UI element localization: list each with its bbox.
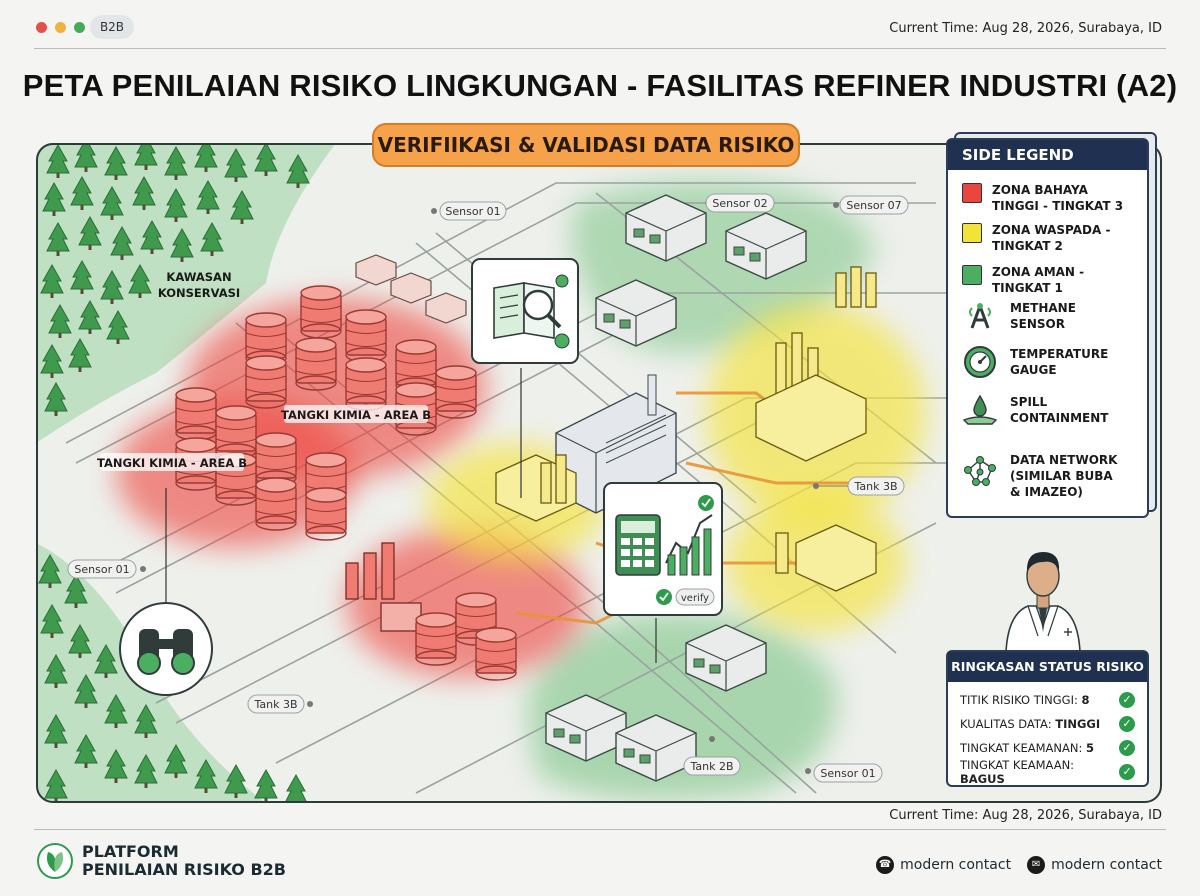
document-review-callout[interactable] [471, 258, 579, 364]
svg-text:Tank 2B: Tank 2B [689, 760, 733, 773]
minimize-dot-icon[interactable] [55, 22, 66, 33]
check-icon: ✓ [1119, 764, 1135, 780]
platform-brand[interactable]: PLATFORM PENILAIAN RISIKO B2B [36, 842, 286, 880]
legend-item-network[interactable]: DATA NETWORK (SIMILAR BUBA & IMAZEO) [960, 452, 1122, 500]
check-icon: ✓ [1119, 692, 1135, 708]
temperature-gauge-icon [960, 344, 1000, 380]
data-network-icon [960, 452, 1000, 488]
svg-text:Sensor 01: Sensor 01 [820, 767, 875, 780]
contact-mail[interactable]: ✉ modern contact [1027, 856, 1162, 874]
status-title: RINGKASAN STATUS RISIKO [948, 652, 1147, 682]
pin-tank-3b-right[interactable]: Tank 3B [813, 476, 905, 496]
check-icon: ✓ [1119, 740, 1135, 756]
pin-sensor-01-bottom[interactable]: Sensor 01 [805, 763, 883, 783]
window-controls [36, 22, 85, 33]
spill-containment-icon [960, 392, 1000, 428]
legend-item-safe[interactable]: ZONA AMAN - TINGKAT 1 [962, 264, 1142, 296]
pin-tank-2b[interactable]: Tank 2B [683, 736, 741, 776]
bottom-divider [34, 829, 1166, 830]
check-icon: ✓ [1119, 716, 1135, 732]
mail-icon: ✉ [1027, 856, 1046, 874]
verification-banner: VERIFIIKASI & VALIDASI DATA RISIKO [372, 123, 800, 167]
engineer-avatar [998, 536, 1088, 653]
contact-phone[interactable]: ☎ modern contact [876, 856, 1011, 874]
legend-item-temperature[interactable]: TEMPERATURE GAUGE [960, 344, 1110, 380]
legend-item-methane[interactable]: METHANE SENSOR [960, 298, 1100, 334]
warning-swatch [962, 223, 982, 243]
svg-text:Sensor 01: Sensor 01 [74, 563, 129, 576]
svg-text:Sensor 07: Sensor 07 [846, 199, 901, 212]
danger-swatch [962, 183, 982, 203]
current-time-bottom: Current Time: Aug 28, 2026, Surabaya, ID [889, 808, 1162, 823]
status-row-data-quality: KUALITAS DATA: TINGGI ✓ [960, 714, 1135, 734]
status-row-safety-rating: TINGKAT KEAMAAN: BAGUS ✓ [960, 758, 1135, 786]
forest-label-1: KAWASAN [166, 270, 231, 284]
verify-label: verify [681, 593, 709, 604]
page-title: PETA PENILAIAN RISIKO LINGKUNGAN - FASIL… [22, 68, 1178, 103]
top-bar: B2B Current Time: Aug 28, 2026, Surabaya… [0, 0, 1200, 56]
maximize-dot-icon[interactable] [74, 22, 85, 33]
top-divider [34, 48, 1166, 49]
safe-swatch [962, 265, 982, 285]
tank-area-label-1: TANGKI KIMIA - AREA B [281, 408, 431, 422]
legend-title: SIDE LEGEND [948, 140, 1147, 170]
forest-label-2: KONSERVASI [158, 286, 240, 300]
legend-item-spill[interactable]: SPILL CONTAINMENT [960, 392, 1110, 428]
pin-sensor-01-left[interactable]: Sensor 01 [67, 559, 146, 579]
svg-text:Tank 3B: Tank 3B [253, 698, 297, 711]
pin-sensor-07[interactable]: Sensor 07 [833, 195, 909, 215]
pin-sensor-01-top[interactable]: Sensor 01 [431, 201, 507, 221]
brand-line-1: PLATFORM [82, 842, 179, 861]
leaf-logo-icon [37, 843, 73, 879]
refinery-red-zone[interactable] [345, 542, 517, 681]
pin-sensor-02[interactable]: Sensor 02 [705, 193, 775, 213]
tank-area-label-2: TANGKI KIMIA - AREA B [97, 456, 247, 470]
brand-line-2: PENILAIAN RISIKO B2B [82, 860, 286, 879]
risk-status-panel: RINGKASAN STATUS RISIKO TITIK RISIKO TIN… [946, 650, 1149, 787]
svg-text:Tank 3B: Tank 3B [853, 480, 897, 493]
contact-links: ☎ modern contact ✉ modern contact [876, 856, 1162, 874]
status-row-high-risk: TITIK RISIKO TINGGI: 8 ✓ [960, 690, 1135, 710]
svg-text:Sensor 01: Sensor 01 [445, 205, 500, 218]
methane-sensor-icon [960, 298, 1000, 334]
b2b-tag[interactable]: B2B [90, 15, 134, 39]
legend-item-warning[interactable]: ZONA WASPADA - TINGKAT 2 [962, 222, 1132, 254]
current-time-top: Current Time: Aug 28, 2026, Surabaya, ID [889, 21, 1162, 36]
binoculars-icon[interactable] [119, 602, 213, 696]
yellow-zone-structures[interactable] [495, 266, 877, 592]
side-legend-panel: SIDE LEGEND ZONA BAHAYA TINGGI - TINGKAT… [946, 138, 1149, 518]
data-verification-callout[interactable]: verify [603, 482, 723, 616]
storage-crates [355, 254, 467, 324]
status-row-safety-level: TINGKAT KEAMANAN: 5 ✓ [960, 738, 1135, 758]
close-dot-icon[interactable] [36, 22, 47, 33]
pin-tank-3b-left[interactable]: Tank 3B [247, 694, 313, 714]
svg-text:Sensor 02: Sensor 02 [712, 197, 767, 210]
phone-icon: ☎ [876, 856, 895, 874]
legend-item-danger[interactable]: ZONA BAHAYA TINGGI - TINGKAT 3 [962, 182, 1132, 214]
